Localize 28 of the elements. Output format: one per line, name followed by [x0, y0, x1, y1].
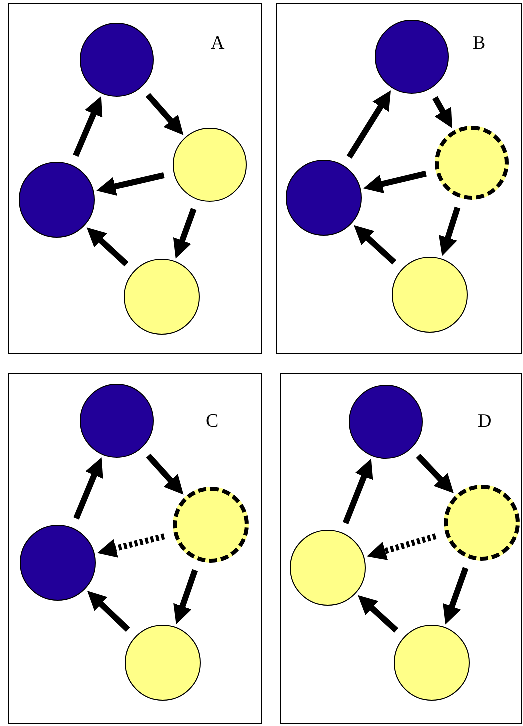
- arrow: [432, 96, 452, 128]
- arrow: [74, 458, 104, 520]
- panel: [8, 373, 262, 724]
- arrow: [364, 170, 427, 194]
- arrow: [73, 96, 103, 158]
- arrow: [174, 569, 198, 625]
- arrow: [146, 454, 184, 495]
- arrow: [96, 172, 165, 196]
- arrow: [346, 90, 391, 159]
- arrow: [87, 591, 130, 632]
- arrow: [173, 208, 197, 259]
- panel-letter: B: [473, 34, 486, 53]
- panel-letter: D: [478, 412, 492, 431]
- arrow: [367, 534, 437, 560]
- panel-letter: A: [211, 34, 225, 53]
- panel: [276, 3, 522, 354]
- panel: [280, 373, 522, 724]
- panel: [8, 3, 262, 354]
- arrow: [443, 567, 469, 625]
- arrow: [97, 534, 166, 558]
- arrow: [86, 228, 129, 267]
- arrow: [354, 225, 397, 265]
- panel-letter: C: [206, 412, 219, 431]
- arrow: [146, 93, 184, 136]
- arrow: [358, 595, 399, 633]
- arrow: [439, 206, 461, 256]
- arrow: [342, 458, 374, 524]
- arrow: [416, 454, 454, 494]
